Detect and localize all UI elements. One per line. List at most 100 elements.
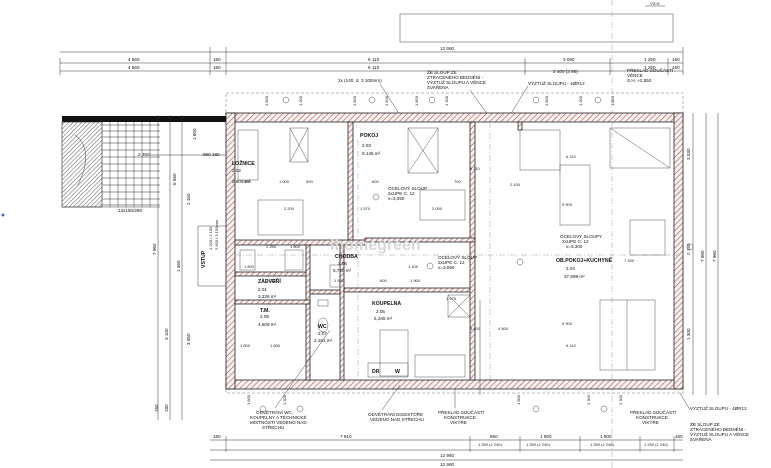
label-dr: DR — [372, 369, 380, 375]
label-w: W — [395, 369, 400, 375]
room-koupelna-code: 2.05 — [376, 309, 385, 314]
dims-left: 2 380 960 180 1 600 6 560 2 150 7 960 3 … — [138, 115, 226, 420]
svg-text:1 800: 1 800 — [414, 95, 419, 106]
misc-dim-26: 1 800 — [244, 264, 255, 269]
room-zadveri: ZÁDVEŘÍ 2.01 3,326 m² — [258, 277, 281, 299]
note-bottom-3-b: KONSTRUKCE — [444, 415, 476, 420]
misc-dim-8: 6 110 — [566, 154, 576, 159]
dim-top-r2-f: 160 — [672, 65, 680, 70]
note-top-steel-3: VÝZTUŽ SLOUPU A VĚNCE — [427, 78, 486, 85]
misc-dim-15: 1 575 — [446, 296, 457, 301]
room-koupelna: KOUPELNA 2.05 6,345 m² — [372, 301, 401, 321]
dim-top-r1-b: 180 — [213, 57, 221, 62]
misc-dim-4: 950 — [244, 179, 251, 184]
note-bottom-right-b: ZTRACENÉHO BEDNĚNÍ - — [690, 425, 747, 432]
note-top-beam: 2x (140, d. 3 100mm) — [338, 78, 382, 83]
room-loznice-area: 9,609 m² — [232, 179, 251, 184]
grid-lines — [235, 122, 680, 395]
misc-dim-1: 1 800 — [290, 244, 301, 249]
svg-text:1 800: 1 800 — [516, 394, 521, 405]
dim-top-r2-extra: 2 400 (3 90) — [553, 69, 578, 74]
note-bottom-right-c: VÝZTUŽ SLOUPU A VĚNCE — [690, 430, 749, 437]
misc-dim-18: 1 600 — [270, 343, 281, 348]
dim-bottom-ex-d: 1 250 (1 240) — [644, 442, 668, 447]
dormer-outline: VÍCH — [399, 0, 674, 468]
dims-right: 7 960 7 960 2 150 3 030 1 300 — [686, 113, 719, 395]
dim-left-b: 960 180 — [203, 152, 220, 157]
room-wc-name: WC — [318, 324, 327, 330]
room-chodba-code: 2.06 — [338, 261, 347, 266]
room-loznice-name: LOŽNICE — [232, 159, 255, 167]
note-bottom-3-c: VIKÝŘE — [450, 418, 467, 425]
svg-text:2 600 / 3 150mm: 2 600 / 3 150mm — [214, 219, 219, 250]
steel-col-2-a: OCELOVÝ SLOUPY — [560, 233, 602, 239]
dim-bottom-r1-c: 860 — [490, 434, 498, 439]
note-top-right-1: PŘEKLAD SOUČÁSTÍ — [627, 66, 674, 73]
misc-dim-23: 2 200 — [284, 206, 295, 211]
note-bottom-4-c: VIKÝŘE — [642, 418, 659, 425]
room-tm: T.M. 2.08 4,609 m² — [258, 308, 277, 327]
dim-bottom-r1-b: 7 910 — [340, 434, 352, 439]
note-bottom-right-d: SVAŘENA — [690, 435, 713, 442]
room-zadveri-area: 3,326 m² — [258, 294, 277, 299]
dim-bottom-ex-a: 1 250 (1 240) — [478, 442, 502, 447]
dim-top-r2-c: 6 110 — [368, 65, 380, 70]
dim-left-i: 1 350 — [176, 260, 181, 272]
misc-dim-24: 1 570 — [360, 206, 371, 211]
bottom-notes: ODVĚTRÁNÍ WC, KOUPELNY A TECHNICKÉ MÍSTN… — [250, 329, 749, 442]
room-chodba-area: 5,720 m² — [333, 268, 352, 273]
exterior-stair: 13x150/260 — [61, 116, 226, 213]
note-bottom-1-d: STŘECHU — [262, 423, 284, 430]
note-top-steel-4: SVAŘENA — [427, 83, 450, 90]
note-top-rebar: VÝZTUŽ SLOUPU - 4ØR12 — [528, 79, 585, 86]
dim-right-c: 2 150 — [686, 243, 691, 255]
svg-text:1 800: 1 800 — [352, 95, 357, 106]
room-loznice-code: 2.02 — [232, 168, 241, 173]
misc-dim-16: 6 110 — [470, 166, 480, 171]
svg-text:1 800: 1 800 — [544, 95, 549, 106]
misc-dim-6: 900 — [306, 179, 313, 184]
dim-top-r1-a: 4 660 — [128, 57, 140, 62]
room-pokoj-code: 2.03 — [362, 143, 371, 148]
room-loznice: LOŽNICE 2.02 9,609 m² — [232, 159, 255, 184]
room-zadveri-code: 2.01 — [258, 287, 267, 292]
dim-left-c: 1 600 — [192, 128, 197, 140]
dim-right-a: 7 960 — [700, 250, 705, 262]
misc-dims: 2 260 1 800 800 700 950 1 000 900 5 900 … — [240, 154, 635, 348]
room-koupelna-name: KOUPELNA — [372, 301, 401, 307]
steel-column-notes: OCELOVÝ SLOUP 2xUPE C. 12 v=3,050 OCELOV… — [372, 185, 694, 270]
dim-bottom-r3: 12 960 — [440, 462, 454, 467]
misc-dim-27: 1 100 — [408, 264, 419, 269]
steel-col-1-a: OCELOVÝ SLOUP — [388, 185, 427, 191]
dim-right-d: 3 030 — [686, 148, 691, 160]
steel-col-3-a: OCELOVÝ SLOUP — [438, 254, 477, 260]
dim-left-k: 160 — [154, 404, 159, 412]
dim-left-e: 2 150 — [186, 193, 191, 205]
note-top-steel-1: ŽB SLOUP ZE — [427, 68, 457, 75]
note-bottom-2-a: ODVĚTRÁNÍ DIGESTOŘE — [368, 410, 423, 417]
note-bottom-right-a: ŽB SLOUP ZE — [690, 420, 720, 427]
dim-bottom-r2: 12 960 — [440, 453, 454, 458]
interior-walls — [234, 121, 523, 381]
svg-text:1 300: 1 300 — [618, 394, 623, 405]
dim-top-r2-b: 180 — [213, 65, 221, 70]
dim-left-f: 7 960 — [152, 243, 157, 255]
misc-dim-25: 7 150 — [624, 258, 635, 263]
dim-left-h: 3 050 — [186, 333, 191, 345]
dim-bottom-r1-f: 160 — [675, 434, 683, 439]
misc-dim-3: 700 — [454, 179, 461, 184]
misc-dim-12: 1 500 — [334, 278, 345, 283]
steel-col-2-b: 2xUPE C. 12 — [562, 239, 589, 244]
misc-dim-17: 1 800 — [240, 343, 251, 348]
dr-w-box: DR W — [367, 362, 409, 378]
svg-text:1 300: 1 300 — [578, 95, 583, 106]
steel-col-1-b: 2xUPE C. 12 — [388, 191, 415, 196]
window-markers-bottom: 1 800 1 300 1 800 1 300 1 300 — [246, 394, 623, 413]
steel-col-2-c: v=3,300 — [566, 244, 583, 249]
dim-top-r2-e: 1 250 — [644, 65, 656, 70]
note-bottom-1-b: KOUPELNY A TECHNICKÉ — [250, 414, 307, 420]
steel-col-1-c: v=3,050 — [388, 196, 405, 201]
note-top-steel-2: ZTRACENÉHO BEDNĚNÍ - — [427, 73, 484, 80]
misc-dim-0: 2 260 — [266, 244, 277, 249]
